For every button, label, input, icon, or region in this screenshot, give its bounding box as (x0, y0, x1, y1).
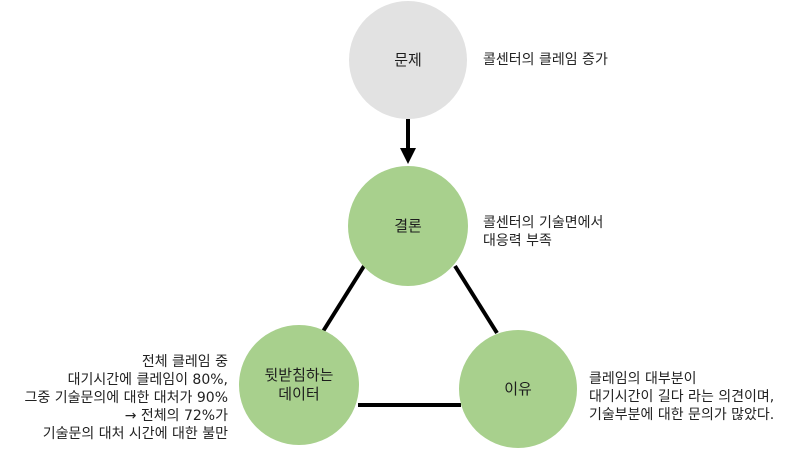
problem-node: 문제 (349, 1, 467, 119)
conclusion-to-reason-line (453, 264, 499, 335)
data-node: 뒷받침하는 데이터 (239, 325, 359, 445)
reason-node: 이유 (459, 330, 577, 448)
problem-label: 문제 (394, 50, 422, 69)
conclusion-note: 콜센터의 기술면에서 대응력 부족 (483, 215, 604, 249)
problem-note: 콜센터의 클레임 증가 (483, 52, 608, 68)
conclusion-label: 결론 (394, 216, 422, 235)
conclusion-to-data-line (320, 264, 366, 335)
data-label: 뒷받침하는 데이터 (264, 366, 334, 403)
data-note: 전체 클레임 중 대기시간에 클레임이 80%, 그중 기술문의에 대한 대처가… (24, 354, 228, 442)
reason-note: 클레임의 대부분이 대기시간이 길다 라는 의견이며, 기술부분에 대한 문의가… (589, 371, 775, 423)
reason-label: 이유 (504, 379, 532, 398)
conclusion-node: 결론 (348, 166, 468, 286)
